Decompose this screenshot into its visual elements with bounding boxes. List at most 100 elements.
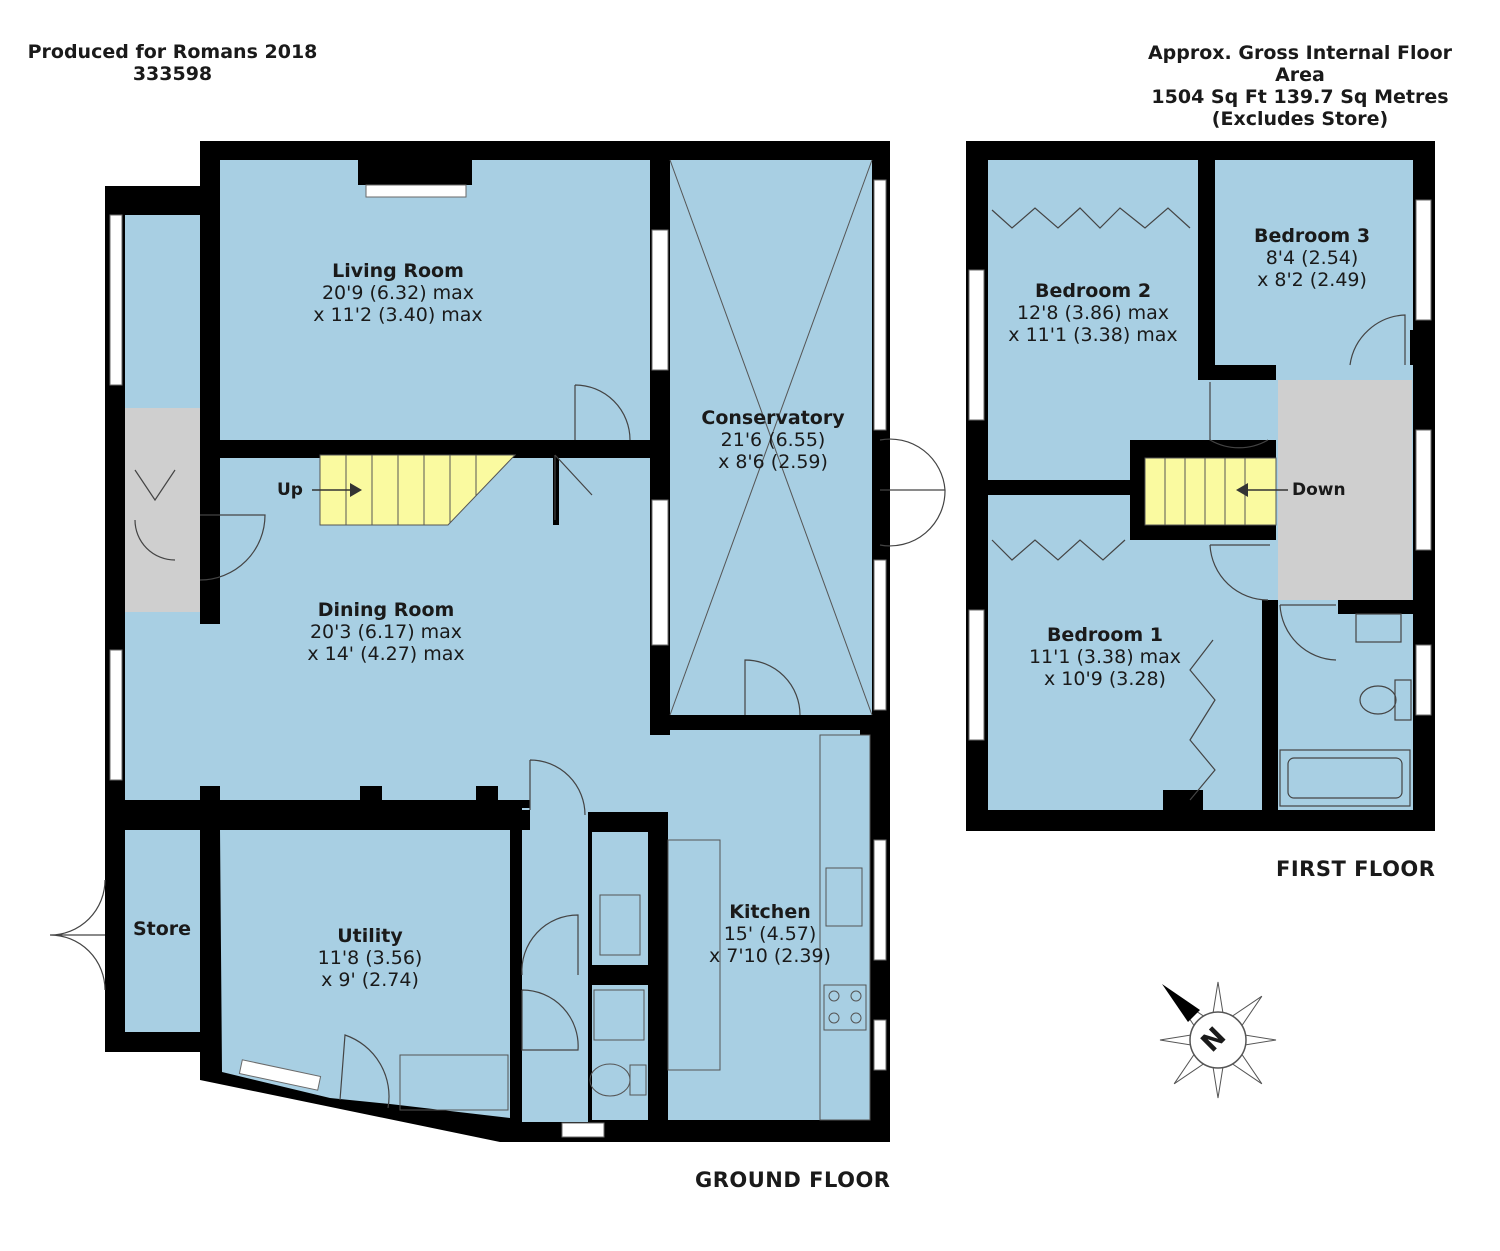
window-conservatory-east-1 <box>873 179 887 431</box>
bedroom-2-dim1: 12'8 (3.86) max <box>1016 302 1170 324</box>
producer-credit: Produced for Romans 2018 333598 <box>20 41 325 85</box>
dining-room-floor <box>125 215 860 800</box>
door-cupboard-double <box>134 469 176 561</box>
bedroom-3-dim2: x 8'2 (2.49) <box>1257 269 1367 291</box>
bath-toilet <box>1359 685 1397 715</box>
window-b1 <box>968 609 985 741</box>
wardrobe-doors-b1 <box>991 539 1126 561</box>
pillar-3 <box>476 786 498 810</box>
conservatory-dim2: x 8'6 (2.59) <box>718 451 828 473</box>
kitchen-label: Kitchen 15' (4.57) x 7'10 (2.39) <box>709 901 831 967</box>
wardrobe-doors-b2 <box>991 207 1191 229</box>
door-bath <box>1279 604 1337 661</box>
conservatory-dim1: 21'6 (6.55) <box>720 429 826 451</box>
door-b2 <box>1209 382 1269 449</box>
kitchen-name: Kitchen <box>729 901 811 923</box>
bedroom-3-label: Bedroom 3 8'4 (2.54) x 8'2 (2.49) <box>1254 225 1370 291</box>
bathtub <box>1279 749 1411 807</box>
area-value: 1504 Sq Ft 139.7 Sq Metres <box>1151 86 1449 108</box>
window-dining-west <box>109 649 123 781</box>
door-b3 <box>1349 314 1406 366</box>
window-conservatory-east-2 <box>873 559 887 711</box>
door-b1 <box>1209 544 1270 601</box>
bedroom-1-floor <box>988 495 1276 810</box>
utility-dim2: x 9' (2.74) <box>321 969 419 991</box>
bedroom-3-floor <box>1215 160 1413 365</box>
wall-dining-conservatory <box>650 645 670 735</box>
wall-utility-east <box>510 830 522 1120</box>
living-room-label: Living Room 20'9 (6.32) max x 11'2 (3.40… <box>313 260 482 326</box>
bedroom-3-name: Bedroom 3 <box>1253 225 1371 247</box>
stair-bulkhead <box>553 455 559 525</box>
pillar-2 <box>360 786 382 810</box>
dining-room-name: Dining Room <box>317 599 455 621</box>
hall-cupboard <box>125 408 200 612</box>
first-floor-stairs <box>1144 457 1277 526</box>
window-landing <box>1415 429 1432 551</box>
dining-room-label: Dining Room 20'3 (6.17) max x 14' (4.27)… <box>307 599 464 665</box>
door-utility-south <box>339 1034 390 1109</box>
utility-name: Utility <box>337 925 403 947</box>
floor-area-summary: Approx. Gross Internal Floor Area 1504 S… <box>1120 42 1480 130</box>
first-floor-title: FIRST FLOOR <box>1276 857 1436 881</box>
bedroom-2-label: Bedroom 2 12'8 (3.86) max x 11'1 (3.38) … <box>1008 280 1177 346</box>
kitchen-dim1: 15' (4.57) <box>723 923 817 945</box>
store-label: Store <box>133 918 191 940</box>
bath-basin <box>1355 613 1402 643</box>
door-stair-cupboard <box>554 454 593 520</box>
wardrobe-block <box>1163 790 1203 810</box>
bedroom-2-dim2: x 11'1 (3.38) max <box>1008 324 1178 346</box>
dining-room-dim1: 20'3 (6.17) max <box>309 621 463 643</box>
stairs-arrow-head <box>350 483 362 497</box>
living-room-name: Living Room <box>332 260 464 282</box>
hall-floor <box>522 760 668 1122</box>
stairs-up-label: Up <box>277 480 303 500</box>
ground-floor-plan <box>49 141 946 1142</box>
wall-cupboard-west <box>200 394 220 624</box>
store-name: Store <box>132 918 192 940</box>
compass-icon <box>1159 981 1277 1099</box>
door-wc <box>521 914 579 976</box>
bedroom-2-name: Bedroom 2 <box>1034 280 1152 302</box>
window-living-internal <box>651 229 669 371</box>
window-dining-internal <box>651 499 669 646</box>
door-hall <box>529 759 586 816</box>
wall-b3-east-stub <box>1410 330 1435 365</box>
hall-sink <box>599 894 641 956</box>
door-living <box>574 384 631 441</box>
fireplace-hearth <box>365 184 467 198</box>
wall-utility-north <box>125 810 530 830</box>
living-room-dim2: x 11'2 (3.40) max <box>313 304 483 326</box>
door-store-double-west <box>49 879 106 991</box>
first-floor-plan <box>966 141 1435 831</box>
kitchen-dim2: x 7'10 (2.39) <box>709 945 831 967</box>
store-floor <box>125 830 200 1032</box>
door-utility-hall <box>521 989 579 1051</box>
conservatory-name: Conservatory <box>701 407 845 429</box>
landing-shaded <box>1278 380 1412 600</box>
stair-treads <box>345 455 477 525</box>
shower-tray <box>593 989 645 1041</box>
bedroom-2-floor <box>988 160 1276 480</box>
door-cupboard <box>199 514 266 581</box>
window-b3 <box>1415 199 1432 321</box>
window-b2 <box>968 269 985 421</box>
conservatory-label: Conservatory 21'6 (6.55) x 8'6 (2.59) <box>701 407 844 473</box>
wall-bath-north <box>1338 600 1413 614</box>
window-kitchen-east-1 <box>873 839 887 961</box>
conservatory-roof-line-2 <box>669 159 873 716</box>
utility-label: Utility 11'8 (3.56) x 9' (2.74) <box>318 925 423 991</box>
kitchen-worktop <box>819 734 871 1121</box>
bedroom-1-label: Bedroom 1 11'1 (3.38) max x 10'9 (3.28) <box>1029 624 1181 690</box>
wall-store-east <box>200 830 220 1080</box>
wall-kitchen-west <box>648 812 668 1122</box>
bedroom-1-dim2: x 10'9 (3.28) <box>1044 668 1166 690</box>
bedroom-1-dim1: 11'1 (3.38) max <box>1028 646 1182 668</box>
door-conservatory-double-east <box>879 438 946 547</box>
kitchen-island <box>667 839 721 1071</box>
area-note: (Excludes Store) <box>1211 108 1389 130</box>
kitchen-sink <box>825 867 863 927</box>
living-room-floor <box>220 160 650 440</box>
stairs-down-label: Down <box>1292 480 1346 500</box>
